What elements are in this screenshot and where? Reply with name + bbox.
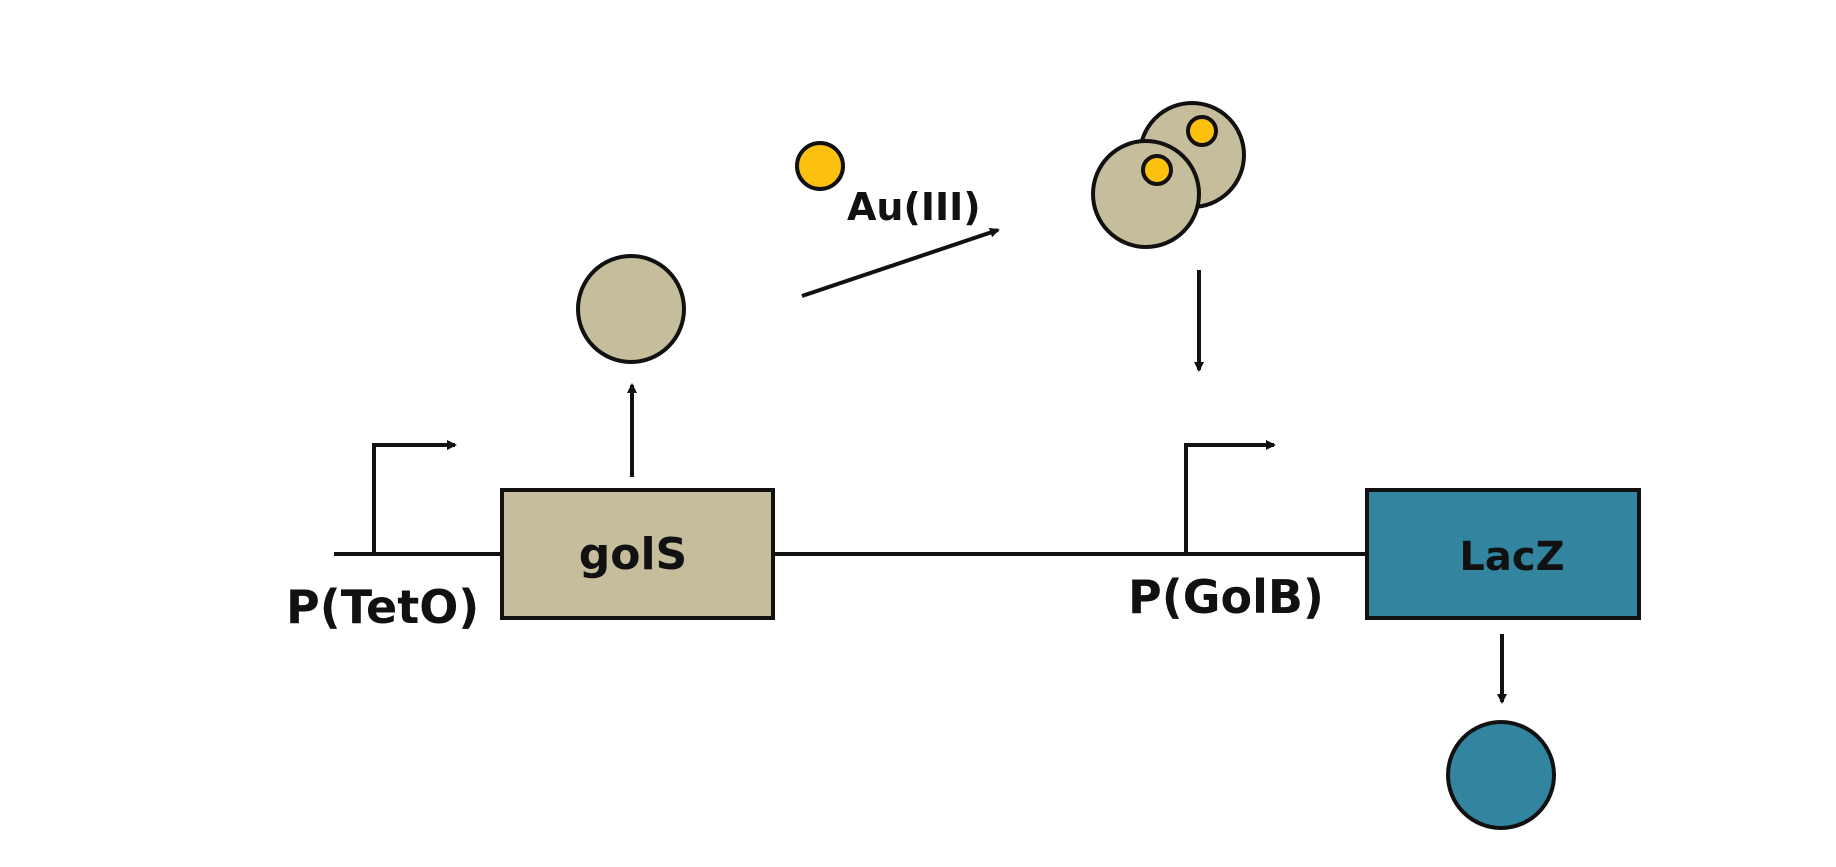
lacz-gene-label: LacZ bbox=[1459, 534, 1564, 580]
complex-protein-front-circle bbox=[1091, 139, 1201, 249]
gols-gene-box bbox=[500, 488, 775, 620]
lacz-product-circle bbox=[1446, 720, 1556, 830]
binding-arrow bbox=[801, 227, 1000, 298]
promoter-teto-label: P(TetO) bbox=[286, 580, 479, 634]
complex-gold-back-circle bbox=[1186, 115, 1218, 147]
promoter-golb-label: P(GolB) bbox=[1128, 570, 1324, 624]
gols-protein-circle bbox=[576, 254, 686, 364]
promoter-teto-arrow bbox=[372, 440, 457, 554]
complex-gold-front-circle bbox=[1141, 154, 1173, 186]
gols-gold-complex bbox=[1091, 101, 1246, 249]
gold-ion-circle bbox=[795, 141, 845, 191]
promoter-golb-arrow bbox=[1184, 440, 1276, 554]
gols-gene-label: golS bbox=[579, 529, 688, 580]
gold-ion-label: Au(III) bbox=[847, 185, 981, 229]
lacz-gene-box bbox=[1365, 488, 1641, 620]
